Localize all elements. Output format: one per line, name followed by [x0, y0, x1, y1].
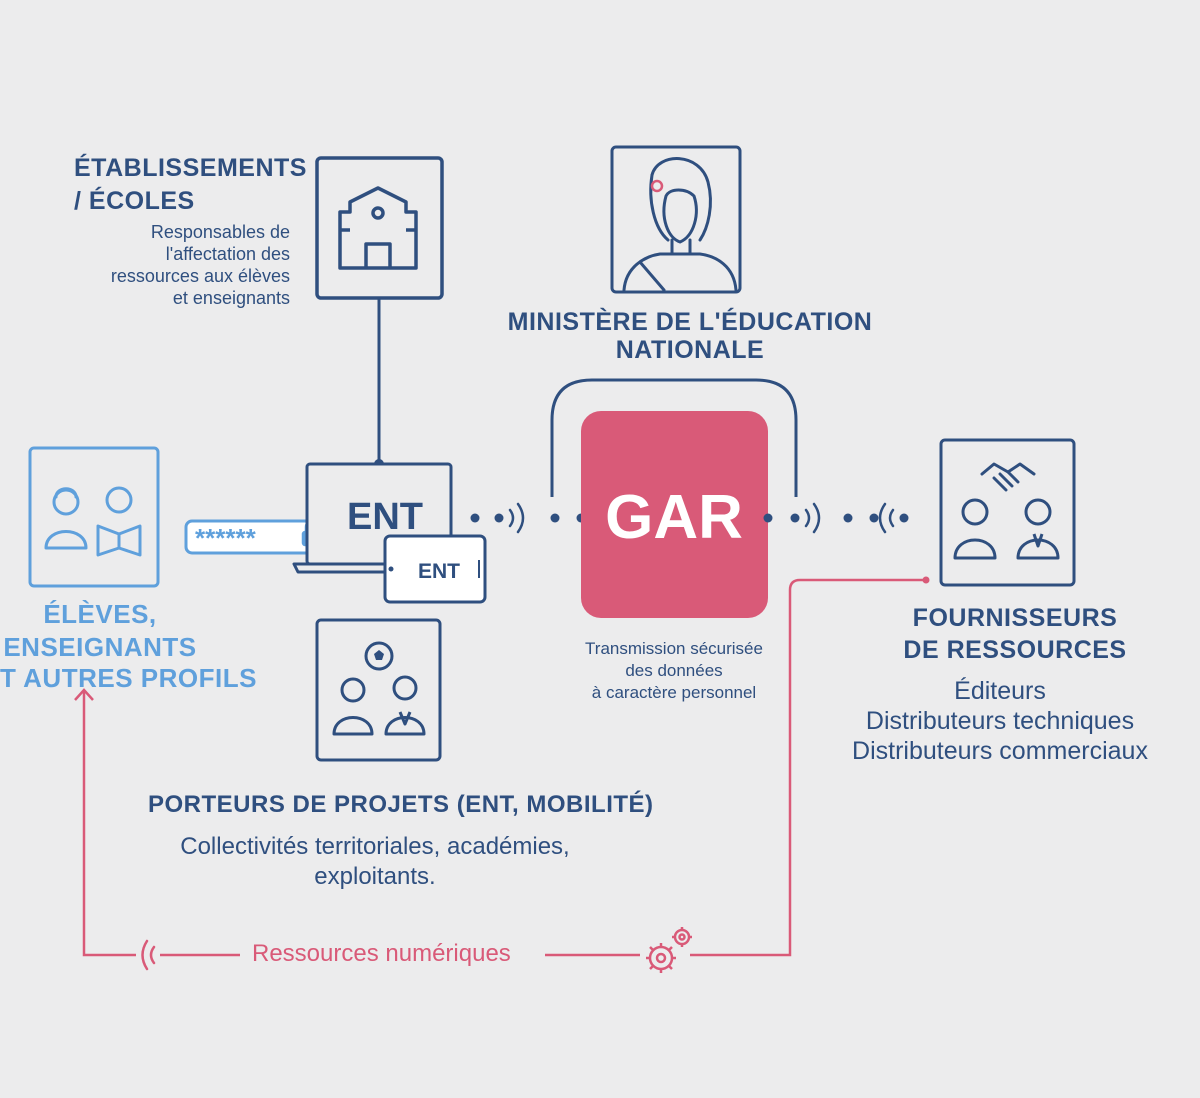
ministere-title-line1: MINISTÈRE DE L'ÉDUCATION [507, 308, 873, 336]
eleves-line2: ENSEIGNANTS [3, 632, 197, 662]
wireless-signal-icon [804, 502, 895, 534]
fournisseurs-title-line2: DE RESSOURCES [903, 636, 1127, 664]
people-icon [953, 498, 1060, 560]
ministry-bracket [550, 378, 798, 497]
marianne-cockade [650, 179, 664, 193]
connector-dot [763, 513, 773, 523]
etablissements-desc-line: l'affectation des [165, 244, 290, 264]
project-holders-icon [315, 618, 442, 762]
gar-transmission-line: Transmission sécurisée [585, 639, 763, 658]
porteurs-desc-line2: exploitants. [314, 863, 436, 890]
gar-transmission-text: Transmission sécurisée des données à car… [560, 638, 788, 704]
fournisseurs-item: Distributeurs commerciaux [852, 737, 1148, 765]
tablet-ent-label: ENT [418, 560, 460, 583]
ent-gar-link [470, 513, 586, 523]
students-reading-icon [28, 446, 160, 588]
etablissements-desc-line: et enseignants [172, 288, 290, 308]
porteurs-title: PORTEURS DE PROJETS (ENT, MOBILITÉ) [148, 791, 654, 818]
handshake-icon [939, 438, 1076, 587]
wireless-signal-icon [141, 939, 156, 971]
ministere-title-line2: NATIONALE [615, 336, 765, 364]
eleves-line3: T AUTRES PROFILS [0, 663, 257, 693]
fournisseurs-title: FOURNISSEURS DE RESSOURCES [880, 602, 1150, 666]
connector-dot [922, 576, 930, 584]
fournisseurs-title-line1: FOURNISSEURS [912, 604, 1118, 632]
fournisseurs-item: Éditeurs [954, 677, 1046, 705]
fournisseurs-items: Éditeurs Distributeurs techniques Distri… [830, 676, 1170, 766]
gar-transmission-line: à caractère personnel [591, 683, 757, 702]
password-mask: ****** [195, 523, 257, 553]
school-building-icon [315, 156, 444, 300]
gar-transmission-line: des données [625, 661, 723, 680]
porteurs-desc: Collectivités territoriales, académies, … [130, 832, 620, 892]
ministere-title: MINISTÈRE DE L'ÉDUCATION NATIONALE [480, 308, 900, 364]
gar-label: GAR [605, 483, 743, 552]
etablissements-desc-line: ressources aux élèves [110, 266, 290, 286]
tablet-icon [383, 534, 487, 604]
ressources-label: Ressources numériques [252, 940, 511, 967]
etablissements-desc-line: Responsables de [150, 222, 290, 242]
etablissements-title-line1: ÉTABLISSEMENTS [74, 154, 307, 182]
gear-icon [646, 927, 692, 973]
soccer-ball-icon [364, 641, 394, 671]
gar-box [581, 411, 768, 618]
fournisseurs-item: Distributeurs techniques [865, 707, 1135, 735]
laptop-ent-label: ENT [347, 496, 423, 538]
marianne-icon [610, 145, 742, 294]
porteurs-desc-line1: Collectivités territoriales, académies, [180, 833, 570, 860]
eleves-line1: ÉLÈVES, [43, 599, 157, 629]
wireless-signal-icon [508, 502, 525, 534]
eleves-label: ÉLÈVES, ENSEIGNANTS [0, 598, 200, 664]
ressources-flow-line [74, 578, 925, 957]
etablissements-title-line2: / ÉCOLES [74, 187, 195, 215]
etablissements-desc: Responsables de l'affectation des ressou… [60, 221, 290, 309]
gar-fournisseurs-link [790, 513, 909, 523]
